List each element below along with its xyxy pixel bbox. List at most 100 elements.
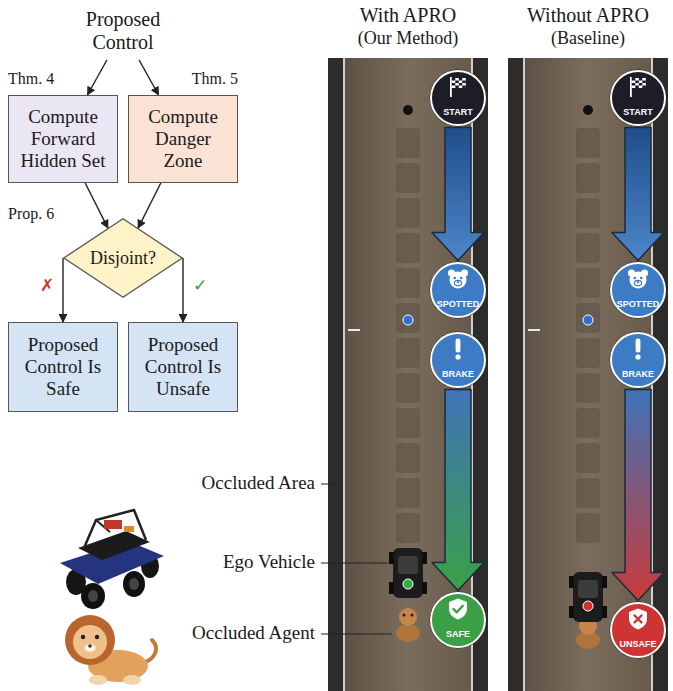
leader-lines <box>321 484 392 634</box>
node-label: Proposed Control <box>73 8 173 54</box>
badge-fill <box>611 333 665 387</box>
badge-circle <box>429 591 487 649</box>
status-badge: BRAKE <box>609 331 667 389</box>
callout-label: Occluded Area <box>202 472 315 494</box>
badge-ring <box>610 262 667 319</box>
flow-arrow <box>139 60 158 95</box>
status-badge: SPOTTED <box>609 261 667 319</box>
progress-arrow <box>432 128 484 261</box>
progress-arrow <box>432 390 484 591</box>
process-box: Proposed Control Is Safe <box>8 322 118 412</box>
leader-line <box>321 484 336 485</box>
flow-arrow <box>87 60 106 95</box>
badge-icon <box>448 269 468 288</box>
badge-label: SPOTTED <box>437 300 480 309</box>
diamond-shape <box>64 219 182 297</box>
robot-car-illustration <box>60 510 164 609</box>
badge-fill <box>431 71 485 125</box>
status-badge: SAFE <box>429 591 487 649</box>
badge-icon <box>630 77 646 97</box>
theorem-tag: Thm. 5 <box>192 70 238 88</box>
badge-ring <box>610 70 667 127</box>
badge-fill <box>611 263 665 317</box>
column-heading: With APRO <box>360 4 456 27</box>
badge-icon <box>629 609 647 630</box>
node-label: Disjoint? <box>90 248 156 269</box>
badge-fill <box>431 593 485 647</box>
status-badge: UNSAFE <box>609 601 667 659</box>
process-box: Proposed Control Is Unsafe <box>128 322 238 412</box>
theorem-tag: Prop. 6 <box>8 205 54 223</box>
leader-line <box>321 634 392 635</box>
status-badge: START <box>609 69 667 127</box>
spotted-dot <box>403 315 413 325</box>
process-box: Compute Danger Zone <box>128 95 238 183</box>
badge-circle <box>609 261 667 319</box>
badge-label: START <box>623 108 652 117</box>
badge-fill <box>611 71 665 125</box>
badge-ring <box>430 332 487 389</box>
column-heading: (Our Method) <box>358 28 458 49</box>
column-heading: (Baseline) <box>551 28 625 49</box>
badge-ring <box>610 602 667 659</box>
wall-edge <box>343 58 345 691</box>
decision-diamond: Disjoint? <box>63 218 183 298</box>
badge-icon <box>628 269 648 288</box>
status-badge: BRAKE <box>429 331 487 389</box>
input-node: Proposed Control <box>58 2 188 60</box>
badge-label: SAFE <box>446 630 470 639</box>
badge-ring <box>430 592 487 649</box>
status-badge: SPOTTED <box>429 261 487 319</box>
floor-mark <box>348 329 360 331</box>
node-label: Proposed Control Is Safe <box>14 334 112 400</box>
progress-arrow <box>612 390 664 601</box>
flow-arrow <box>62 258 63 322</box>
column-heading: Without APRO <box>527 4 649 27</box>
flow-arrow <box>138 183 161 228</box>
theorem-tag: Thm. 4 <box>8 70 54 88</box>
badge-icon <box>450 77 466 97</box>
edge-label: ✓ <box>193 276 207 295</box>
node-label: Compute Danger Zone <box>134 106 232 172</box>
plush-toy-illustration <box>65 615 156 685</box>
badge-label: BRAKE <box>442 370 474 379</box>
leader-line <box>321 563 388 564</box>
badge-circle <box>609 601 667 659</box>
status-badge: START <box>429 69 487 127</box>
badge-icon <box>635 339 640 360</box>
badge-circle <box>429 261 487 319</box>
badge-label: BRAKE <box>622 370 654 379</box>
ghost-trajectory <box>396 128 420 543</box>
badge-circle <box>429 69 487 127</box>
badge-label: UNSAFE <box>619 640 656 649</box>
progress-arrow <box>612 128 664 261</box>
ego-vehicle-photo <box>389 548 427 598</box>
badge-label: SPOTTED <box>617 300 660 309</box>
badge-circle <box>609 69 667 127</box>
start-dot <box>403 105 413 115</box>
callout-label: Occluded Agent <box>192 622 315 644</box>
badge-circle <box>609 331 667 389</box>
badge-icon <box>455 339 460 360</box>
floor-photo <box>328 58 488 691</box>
badge-ring <box>430 262 487 319</box>
connectors <box>63 60 664 601</box>
badge-fill <box>431 263 485 317</box>
flow-arrow <box>182 258 183 322</box>
flow-arrow <box>85 183 108 228</box>
process-box: Compute Forward Hidden Set <box>8 95 118 183</box>
callout-label: Ego Vehicle <box>223 551 315 573</box>
badge-ring <box>430 70 487 127</box>
node-label: Compute Forward Hidden Set <box>14 106 112 172</box>
node-label: Proposed Control Is Unsafe <box>134 334 232 400</box>
ego-vehicle-photo <box>569 572 607 622</box>
badge-icon <box>449 599 467 620</box>
badge-label: START <box>443 108 472 117</box>
occluded-area-wall <box>328 58 344 691</box>
photo-strip <box>508 58 668 691</box>
edge-label: ✗ <box>40 276 54 295</box>
badge-ring <box>610 332 667 389</box>
photo-strip <box>328 58 488 691</box>
